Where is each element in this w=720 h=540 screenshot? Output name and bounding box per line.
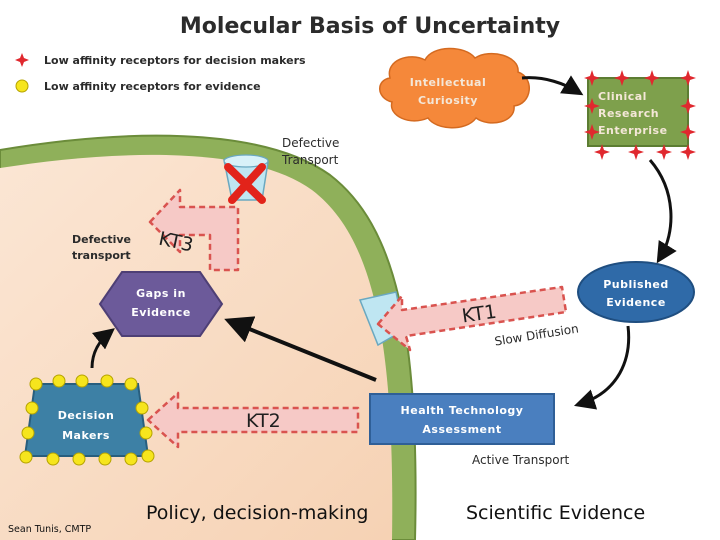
red-x-icon [224, 163, 266, 204]
gaps-line1: Gaps in [136, 287, 186, 300]
hta-node: Health Technology Assessment [369, 393, 555, 445]
credit-label: Sean Tunis, CMTP [8, 524, 91, 535]
legend-star-icon [15, 53, 29, 67]
published-evidence-node: Published Evidence [577, 261, 695, 323]
receptor-stars [584, 70, 696, 160]
intellectual-curiosity-node: Intellectual Curiosity [379, 47, 530, 129]
clinical-research-node: Clinical Research Enterprise [584, 70, 696, 160]
active-transport-label: Active Transport [472, 453, 570, 467]
kt1-arrow: KT1 [376, 285, 568, 352]
legend-dot-icon [15, 79, 29, 93]
kt2-label: KT2 [246, 410, 281, 432]
receptor-dots [19, 374, 155, 466]
published-line1: Published [603, 278, 669, 291]
legend-evidence-label: Low affinity receptors for evidence [44, 80, 261, 93]
channel-defective [223, 154, 269, 204]
arrow-published-to-hta [573, 325, 631, 410]
defective-transport-top-line1: Defective [282, 136, 339, 150]
defective-transport-top-line2: Transport [281, 153, 339, 167]
defective-transport-left-line1: Defective [72, 233, 131, 246]
scientific-evidence-label: Scientific Evidence [466, 502, 645, 524]
gaps-in-evidence-node: Gaps in Evidence [98, 271, 224, 337]
arrow-hta-to-gaps [224, 316, 377, 382]
arrow-decision-to-gaps [90, 328, 115, 369]
kt1-label: KT1 [461, 301, 498, 328]
defective-transport-left-line2: transport [72, 249, 131, 262]
kt2-arrow: KT2 [146, 391, 360, 449]
cell [0, 134, 417, 540]
decision-makers-line2: Makers [62, 429, 110, 442]
gaps-line2: Evidence [131, 306, 191, 319]
curiosity-line1: Intellectual [410, 76, 486, 89]
decision-makers-line1: Decision [58, 409, 115, 422]
arrow-clinical-to-published [648, 159, 677, 264]
policy-label: Policy, decision-making [146, 502, 368, 524]
clinical-line1: Clinical [598, 90, 647, 103]
clinical-line2: Research [598, 107, 659, 120]
arrow-curiosity-to-clinical [521, 75, 584, 96]
slow-diffusion-label: Slow Diffusion [494, 321, 580, 348]
clinical-line3: Enterprise [598, 124, 668, 137]
legend: Low affinity receptors for decision make… [15, 53, 306, 93]
hta-line2: Assessment [422, 423, 501, 436]
published-line2: Evidence [606, 296, 666, 309]
decision-makers-node: Decision Makers [19, 374, 155, 466]
legend-decision-makers-label: Low affinity receptors for decision make… [44, 54, 306, 67]
diagram-title: Molecular Basis of Uncertainty [180, 14, 560, 39]
hta-line1: Health Technology [401, 404, 524, 417]
curiosity-line2: Curiosity [418, 94, 478, 107]
